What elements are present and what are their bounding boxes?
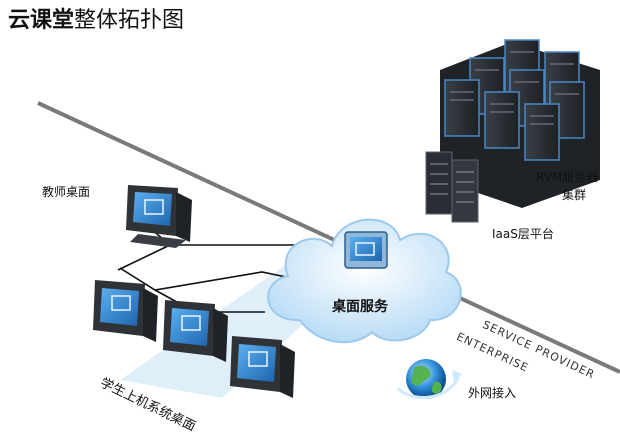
page-title: 云课堂整体拓扑图 xyxy=(8,2,184,34)
iaas-server-icon xyxy=(425,151,479,223)
rvm-cluster-label-line1: RVM服务器 xyxy=(536,170,599,184)
page-title-rest: 整体拓扑图 xyxy=(74,8,185,33)
teacher-desktop-label: 教师桌面 xyxy=(42,185,91,199)
server-cluster-icon xyxy=(440,39,600,208)
teacher-monitor-icon xyxy=(126,185,192,248)
cloud-desktop-icon xyxy=(344,231,388,269)
student-monitor-icon xyxy=(93,280,158,342)
iaas-layer-label: IaaS层平台 xyxy=(492,227,554,241)
desktop-service-label: 桌面服务 xyxy=(332,299,388,315)
student-monitor-icon xyxy=(163,300,228,362)
page-title-bold: 云课堂 xyxy=(8,7,75,33)
globe-icon xyxy=(396,359,462,399)
rvm-cluster-label-line2: 集群 xyxy=(562,188,587,202)
internet-access-label: 外网接入 xyxy=(468,386,517,400)
student-monitor-icon xyxy=(230,336,295,398)
cloud-icon xyxy=(267,218,462,344)
zone-divider-line xyxy=(37,101,620,374)
